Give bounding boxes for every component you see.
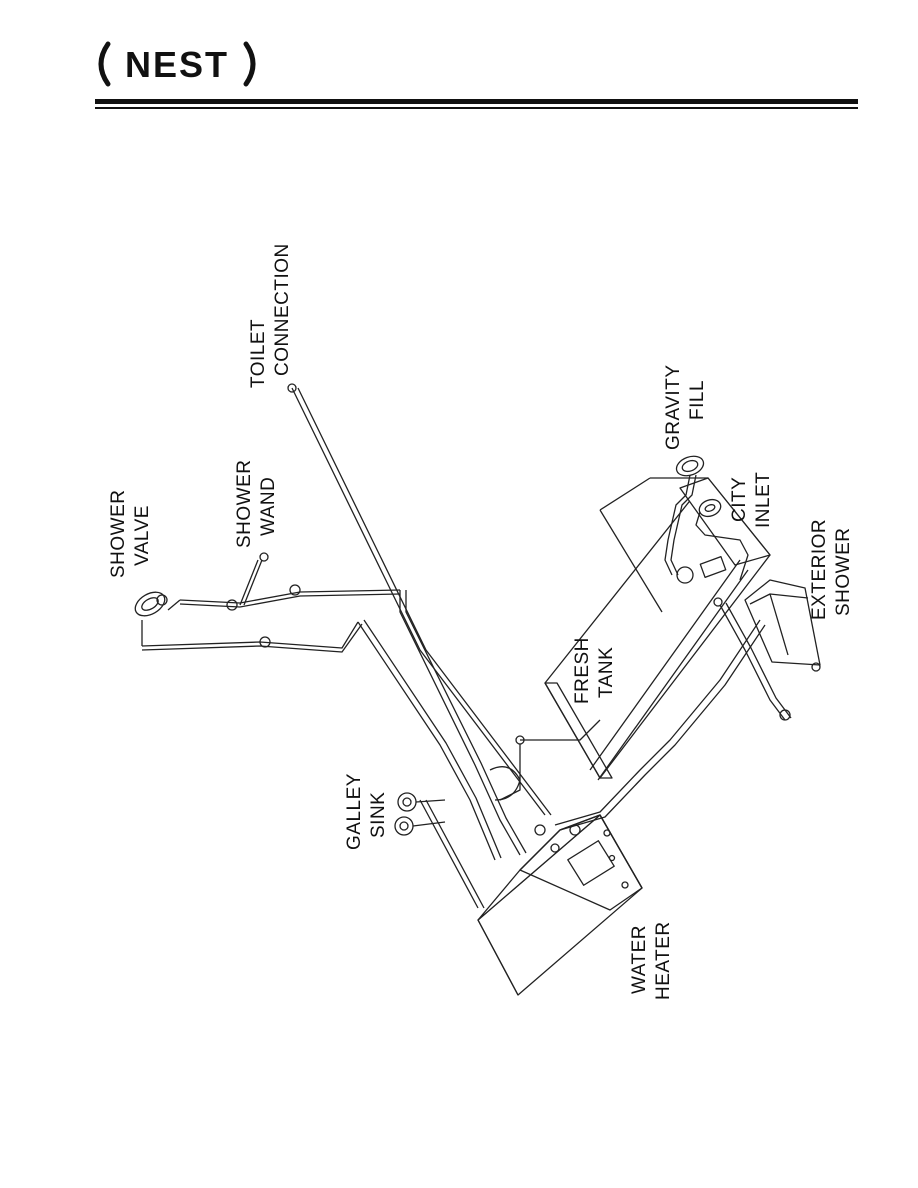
label-city-inlet-line1: CITY bbox=[729, 477, 750, 522]
header-rule-thin bbox=[95, 107, 858, 109]
label-city-inlet-line2: INLET bbox=[753, 472, 774, 528]
label-city-inlet: CITY INLET bbox=[729, 472, 774, 528]
label-galley-sink-line2: SINK bbox=[368, 792, 389, 838]
label-toilet-connection-line2: CONNECTION bbox=[272, 243, 293, 376]
label-toilet-connection-line1: TOILET bbox=[248, 319, 269, 388]
label-toilet-connection: TOILET CONNECTION bbox=[248, 243, 293, 388]
label-exterior-shower-line2: SHOWER bbox=[833, 528, 854, 617]
label-fresh-tank-line1: FRESH bbox=[572, 637, 593, 704]
label-galley-sink: GALLEY SINK bbox=[344, 773, 389, 850]
shower-pipes bbox=[141, 552, 401, 653]
water-heater bbox=[477, 814, 643, 996]
header-rule-thick bbox=[95, 99, 858, 104]
label-shower-valve: SHOWER VALVE bbox=[108, 490, 153, 579]
label-exterior-shower-line1: EXTERIOR bbox=[809, 519, 830, 620]
nest-logo-mark: NEST bbox=[98, 41, 256, 87]
gravity-fill-and-inlet bbox=[664, 455, 749, 584]
label-water-heater-line1: WATER bbox=[629, 925, 650, 994]
label-galley-sink-line1: GALLEY bbox=[344, 773, 365, 850]
shower-valve bbox=[134, 591, 181, 646]
label-gravity-fill-line2: FILL bbox=[687, 380, 708, 420]
label-gravity-fill-line1: GRAVITY bbox=[663, 365, 684, 451]
label-shower-wand-line2: WAND bbox=[258, 477, 279, 536]
label-shower-valve-line2: VALVE bbox=[132, 505, 153, 566]
diagram-labels: SHOWER VALVE SHOWER WAND TOILET CONNECTI… bbox=[108, 243, 854, 1000]
label-exterior-shower: EXTERIOR SHOWER bbox=[809, 519, 854, 620]
fresh-tank bbox=[544, 477, 771, 781]
label-shower-wand-line1: SHOWER bbox=[234, 460, 255, 549]
exterior-shower-hose bbox=[713, 597, 792, 721]
supply-pipes bbox=[287, 383, 766, 909]
nest-logo: NEST bbox=[92, 40, 262, 88]
label-shower-wand: SHOWER WAND bbox=[234, 460, 279, 549]
label-fresh-tank-line2: TANK bbox=[596, 647, 617, 698]
label-water-heater: WATER HEATER bbox=[629, 921, 674, 1000]
label-fresh-tank: FRESH TANK bbox=[572, 637, 617, 704]
label-gravity-fill: GRAVITY FILL bbox=[663, 365, 708, 451]
label-water-heater-line2: HEATER bbox=[653, 921, 674, 1000]
galley-sink-fittings bbox=[394, 735, 581, 836]
label-shower-valve-line1: SHOWER bbox=[108, 490, 129, 579]
logo-text: NEST bbox=[125, 44, 229, 85]
exterior-shower-box bbox=[744, 579, 821, 672]
